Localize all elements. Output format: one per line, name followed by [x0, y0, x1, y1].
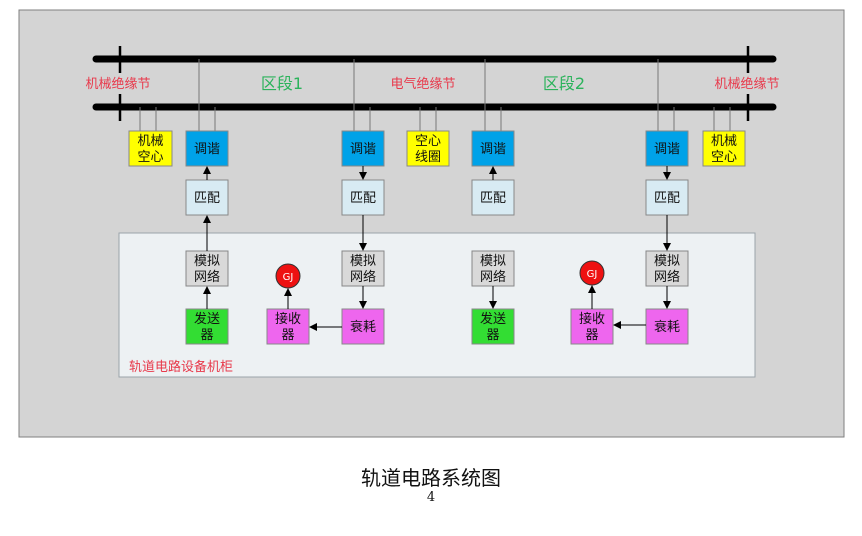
label-mech-joint-left: 机械绝缘节 [85, 76, 150, 92]
svg-text:匹配: 匹配 [480, 191, 506, 206]
attenuator-2: 衰耗 [645, 308, 689, 345]
svg-text:GJ: GJ [283, 272, 294, 283]
svg-text:空心: 空心 [415, 134, 441, 149]
relay-gj-1: GJ [275, 263, 301, 289]
svg-text:器: 器 [200, 328, 213, 343]
transmitter-1: 发送 器 [185, 308, 229, 345]
svg-text:调谐: 调谐 [654, 142, 680, 157]
svg-text:GJ: GJ [587, 269, 598, 280]
label-mech-joint-right: 机械绝缘节 [714, 76, 779, 92]
svg-text:模拟: 模拟 [480, 254, 506, 269]
svg-text:接收: 接收 [579, 311, 605, 327]
svg-text:调谐: 调谐 [194, 142, 220, 157]
cabinet-label: 轨道电路设备机柜 [129, 359, 233, 375]
svg-text:调谐: 调谐 [350, 142, 376, 157]
svg-text:网络: 网络 [194, 269, 220, 285]
svg-text:线圈: 线圈 [415, 150, 441, 165]
sim-network-1: 模拟 网络 [185, 250, 229, 287]
svg-text:空心: 空心 [711, 150, 737, 165]
svg-text:衰耗: 衰耗 [350, 319, 376, 335]
page-number: 4 [426, 490, 436, 505]
svg-text:接收: 接收 [275, 311, 301, 327]
svg-text:模拟: 模拟 [350, 254, 376, 269]
matching-2: 匹配 [341, 179, 385, 216]
label-elec-joint: 电气绝缘节 [390, 76, 455, 92]
attenuator-1: 衰耗 [341, 308, 385, 345]
svg-text:机械: 机械 [711, 134, 737, 149]
receiver-2: 接收 器 [570, 308, 614, 345]
svg-text:空心: 空心 [137, 150, 163, 165]
svg-text:模拟: 模拟 [654, 254, 680, 269]
label-section-2: 区段2 [543, 74, 585, 93]
signal-arrows [203, 166, 671, 331]
svg-text:网络: 网络 [350, 269, 376, 285]
transmitter-2: 发送 器 [471, 308, 515, 345]
label-section-1: 区段1 [261, 74, 303, 93]
svg-text:器: 器 [486, 328, 499, 343]
hollow-coil: 空心 线圈 [406, 130, 450, 167]
sim-network-4: 模拟 网络 [645, 250, 689, 287]
svg-text:机械: 机械 [137, 134, 163, 149]
svg-text:调谐: 调谐 [480, 142, 506, 157]
tuning-2: 调谐 [341, 130, 385, 167]
mech-hollow-left: 机械 空心 [128, 130, 173, 167]
svg-text:匹配: 匹配 [350, 191, 376, 206]
tuning-1: 调谐 [185, 130, 229, 167]
svg-text:网络: 网络 [480, 269, 506, 285]
svg-text:器: 器 [585, 328, 598, 343]
svg-text:衰耗: 衰耗 [654, 319, 680, 335]
rail-connection-wires [139, 59, 731, 131]
svg-text:模拟: 模拟 [194, 254, 220, 269]
mech-hollow-right: 机械 空心 [702, 130, 746, 167]
svg-text:匹配: 匹配 [654, 191, 680, 206]
sim-network-3: 模拟 网络 [471, 250, 515, 287]
matching-1: 匹配 [185, 179, 229, 216]
relay-gj-2: GJ [579, 260, 605, 286]
track-circuit-diagram: 机械绝缘节 区段1 电气绝缘节 区段2 机械绝缘节 机械 空心 调谐 调谐 空心… [18, 9, 845, 438]
svg-text:网络: 网络 [654, 269, 680, 285]
svg-text:发送: 发送 [194, 311, 220, 327]
tuning-4: 调谐 [645, 130, 689, 167]
figure-caption: 轨道电路系统图 [361, 466, 501, 490]
svg-text:器: 器 [281, 328, 294, 343]
svg-text:发送: 发送 [480, 311, 506, 327]
receiver-1: 接收 器 [266, 308, 310, 345]
sim-network-2: 模拟 网络 [341, 250, 385, 287]
tuning-3: 调谐 [471, 130, 515, 167]
matching-3: 匹配 [471, 179, 515, 216]
svg-text:匹配: 匹配 [194, 191, 220, 206]
matching-4: 匹配 [645, 179, 689, 216]
